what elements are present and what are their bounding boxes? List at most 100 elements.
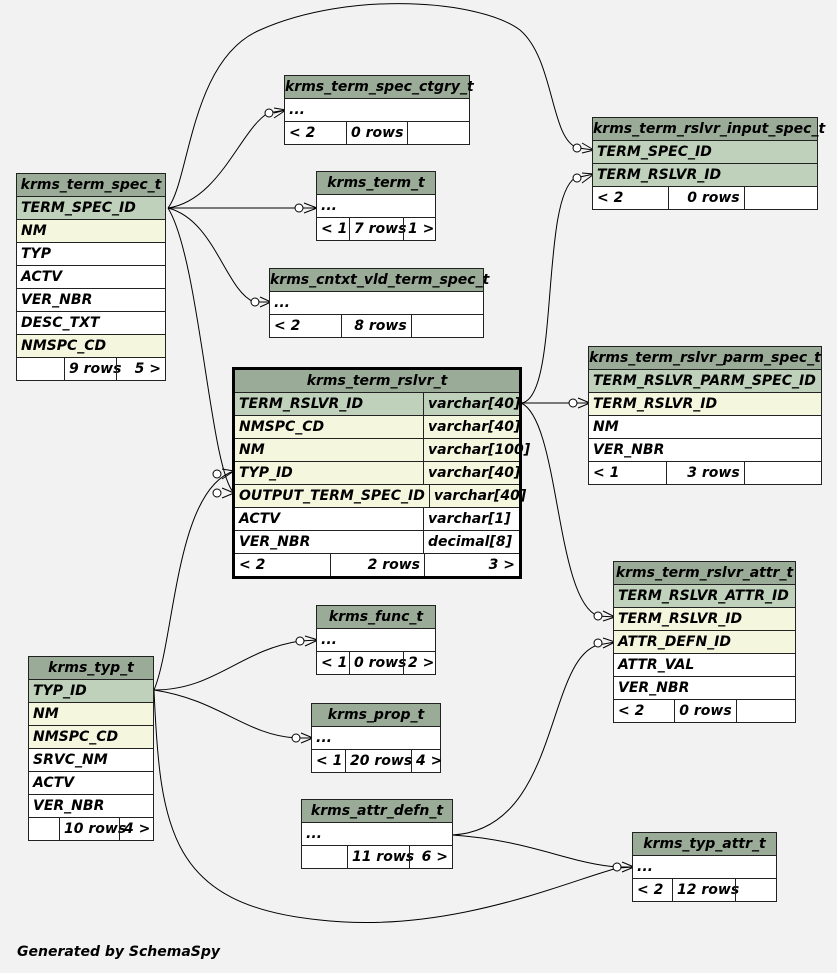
- column-row[interactable]: TYP: [17, 243, 165, 266]
- column-row[interactable]: TERM_RSLVR_ATTR_ID: [614, 585, 795, 608]
- column-name: TYP: [21, 246, 51, 262]
- column-row[interactable]: SRVC_NM: [29, 749, 153, 772]
- column-row[interactable]: ...: [317, 629, 435, 652]
- child-count-link[interactable]: 5 >: [116, 358, 165, 380]
- edge-end-circle-attr-2: [593, 638, 603, 648]
- column-row[interactable]: TERM_SPEC_ID: [593, 141, 817, 164]
- child-count-link[interactable]: 4 >: [119, 818, 153, 840]
- child-count-link[interactable]: [735, 700, 795, 722]
- column-row[interactable]: NM: [29, 703, 153, 726]
- column-row[interactable]: TERM_SPEC_ID: [17, 197, 165, 220]
- column-row[interactable]: VER_NBR: [614, 677, 795, 700]
- column-row[interactable]: VER_NBR: [29, 795, 153, 818]
- edge-attr-defn-to-attr: [451, 641, 616, 836]
- parent-count-link[interactable]: < 1: [593, 465, 620, 481]
- table-parm-spec-title[interactable]: krms_term_rslvr_parm_spec_t: [589, 347, 821, 370]
- table-cntxt-title[interactable]: krms_cntxt_vld_term_spec_t: [270, 269, 489, 292]
- column-name: ...: [316, 730, 332, 746]
- column-row[interactable]: ...: [317, 195, 435, 218]
- row-count: 11 rows: [346, 846, 414, 868]
- parent-count-link[interactable]: < 2: [618, 703, 645, 719]
- child-count-link[interactable]: [735, 879, 776, 901]
- child-count-link[interactable]: 1 >: [403, 218, 437, 240]
- child-count-link[interactable]: [743, 462, 821, 484]
- column-row[interactable]: ...: [633, 856, 776, 879]
- parent-count-link[interactable]: < 1: [321, 655, 348, 671]
- table-func-title[interactable]: krms_func_t: [317, 606, 435, 629]
- parent-count-link[interactable]: < 2: [637, 882, 664, 898]
- table-term-title[interactable]: krms_term_t: [317, 172, 435, 195]
- column-row[interactable]: ATTR_DEFN_ID: [614, 631, 795, 654]
- column-row[interactable]: ...: [302, 823, 452, 846]
- parent-count-link[interactable]: < 2: [289, 125, 316, 141]
- column-row[interactable]: ...: [270, 292, 483, 315]
- table-typ-title[interactable]: krms_typ_t: [29, 657, 153, 680]
- column-name: NM: [21, 223, 47, 239]
- column-row[interactable]: ACTV: [29, 772, 153, 795]
- table-attr-title[interactable]: krms_term_rslvr_attr_t: [614, 562, 795, 585]
- table-rslvr-input-title[interactable]: krms_term_rslvr_input_spec_t: [593, 118, 825, 141]
- child-count-link[interactable]: 2 >: [403, 652, 437, 674]
- column-row[interactable]: VER_NBR: [17, 289, 165, 312]
- column-row[interactable]: TYP_ID: [29, 680, 153, 703]
- column-row[interactable]: NM: [17, 220, 165, 243]
- table-prop-title[interactable]: krms_prop_t: [312, 704, 440, 727]
- column-row[interactable]: ...: [312, 727, 440, 750]
- table-rslvr-title[interactable]: krms_term_rslvr_t: [235, 370, 519, 393]
- column-row[interactable]: NMSPC_CD: [17, 335, 165, 358]
- child-count-link[interactable]: [410, 315, 483, 337]
- child-count-link[interactable]: 6 >: [408, 846, 452, 868]
- parent-count-link[interactable]: [302, 846, 347, 868]
- column-row[interactable]: ATTR_VAL: [614, 654, 795, 677]
- column-row[interactable]: NMSPC_CD: [29, 726, 153, 749]
- column-row[interactable]: TERM_RSLVR_ID: [589, 393, 821, 416]
- column-name: TERM_SPEC_ID: [21, 200, 136, 216]
- parent-count-link[interactable]: < 2: [239, 557, 266, 573]
- parent-count-link[interactable]: < 1: [316, 753, 343, 769]
- child-count-link[interactable]: [743, 187, 817, 209]
- parent-count-link[interactable]: < 2: [274, 318, 301, 334]
- column-name: TERM_RSLVR_ID: [597, 167, 722, 183]
- column-row[interactable]: TERM_RSLVR_PARM_SPEC_ID: [589, 370, 821, 393]
- parent-count-link[interactable]: [17, 358, 64, 380]
- parent-count-link[interactable]: [29, 818, 59, 840]
- column-row[interactable]: VER_NBR: [589, 439, 821, 462]
- parent-count-link[interactable]: < 2: [597, 190, 624, 206]
- column-name: OUTPUT_TERM_SPEC_ID: [239, 488, 425, 504]
- table-typ-attr-title[interactable]: krms_typ_attr_t: [633, 833, 776, 856]
- column-row[interactable]: ...: [285, 99, 469, 122]
- child-count-link[interactable]: [407, 122, 469, 144]
- child-count-link[interactable]: 4 >: [411, 750, 442, 772]
- child-count-link[interactable]: 3 >: [424, 554, 519, 576]
- column-name: ...: [274, 295, 290, 311]
- column-row[interactable]: TERM_RSLVR_ID: [593, 164, 817, 187]
- table-spec-ctgry-title[interactable]: krms_term_spec_ctgry_t: [285, 76, 474, 99]
- column-row[interactable]: ACTV: [17, 266, 165, 289]
- column-row[interactable]: NM: [589, 416, 821, 439]
- column-row[interactable]: TERM_RSLVR_ID: [614, 608, 795, 631]
- parent-count-link[interactable]: < 1: [321, 221, 348, 237]
- table-attr-defn-title[interactable]: krms_attr_defn_t: [302, 800, 452, 823]
- table-term-spec-title[interactable]: krms_term_spec_t: [17, 174, 165, 197]
- column-row[interactable]: DESC_TXT: [17, 312, 165, 335]
